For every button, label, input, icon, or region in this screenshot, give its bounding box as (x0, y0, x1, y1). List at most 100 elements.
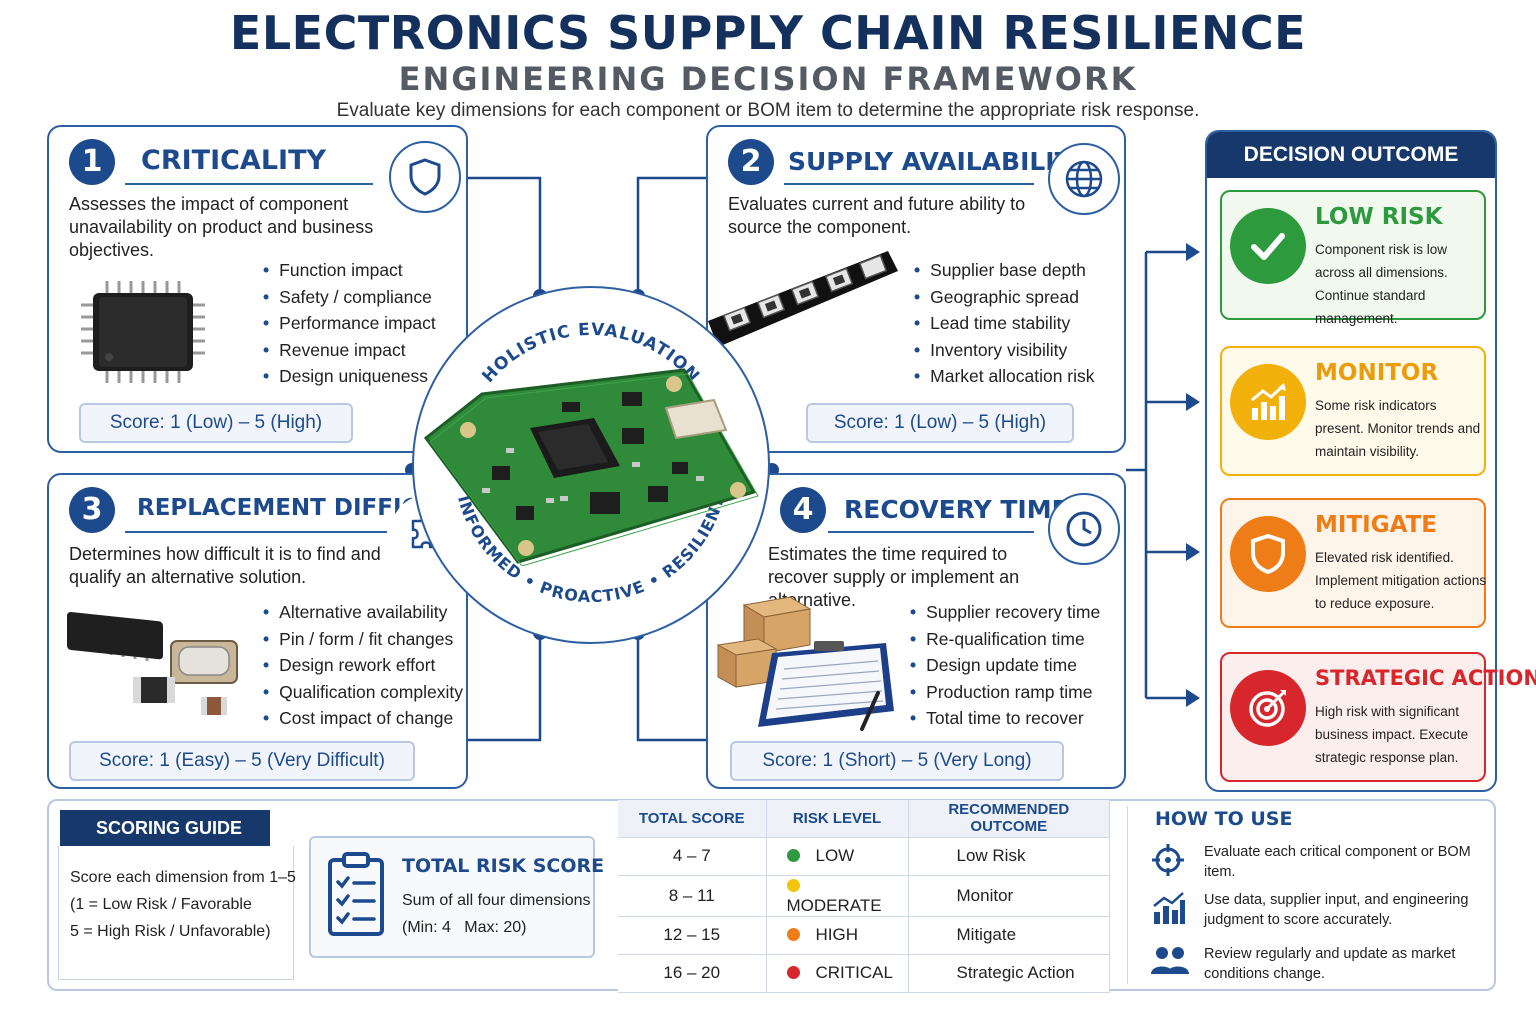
section-divider (1127, 806, 1128, 984)
score-badge: Score: 1 (Low) – 5 (High) (806, 403, 1074, 443)
page-intro: Evaluate key dimensions for each compone… (336, 100, 1200, 121)
table-row: 16 – 20 CRITICAL Strategic Action (618, 954, 1110, 993)
outcome-title: MITIGATE (1315, 512, 1437, 538)
table-cell-outcome: Strategic Action (908, 954, 1110, 993)
list-item: Supplier base depth (914, 257, 1095, 284)
panel-number: 3 (69, 487, 115, 533)
panel-description: Assesses the impact of component unavail… (69, 194, 374, 260)
list-item: Qualification complexity (263, 679, 463, 706)
risk-level-label: CRITICAL (815, 963, 893, 982)
outcome-text: High risk with significant business impa… (1315, 704, 1469, 765)
outcome-mitigate-card: MITIGATE Elevated risk identified. Imple… (1220, 498, 1486, 628)
replacement-difficulty-panel: 3 REPLACEMENT DIFFICULTY Determines how … (47, 473, 480, 789)
decision-outcome-panel: DECISION OUTCOME LOW RISK Component risk… (1205, 130, 1536, 792)
supply-bullets: Supplier base depth Geographic spread Le… (914, 257, 1095, 390)
scoring-guide-text: Score each dimension from 1–5 (1 = Low R… (70, 864, 296, 945)
clipboard-checklist-icon (328, 852, 384, 936)
total-risk-score-title: TOTAL RISK SCORE (402, 855, 605, 877)
list-item: Design rework effort (263, 652, 463, 679)
shield-icon (1230, 516, 1306, 592)
holistic-evaluation-hub: HOLISTIC EVALUATION INFORMED • PROACTIVE… (412, 286, 770, 644)
table-row: 8 – 11 MODERATE Monitor (618, 875, 1110, 917)
recovery-bullets: Supplier recovery time Re-qualification … (910, 599, 1100, 732)
list-item: Alternative availability (263, 599, 463, 626)
outcome-strategic-action-card: STRATEGIC ACTION High risk with signific… (1220, 652, 1536, 782)
list-item: Supplier recovery time (910, 599, 1100, 626)
list-item: Cost impact of change (263, 705, 463, 732)
title-underline (125, 183, 373, 185)
status-dot (786, 928, 800, 941)
table-cell-score: 8 – 11 (618, 875, 767, 917)
scoring-guide-box (58, 846, 294, 980)
replacement-bullets: Alternative availability Pin / form / fi… (263, 599, 463, 732)
page-subtitle: ENGINEERING DECISION FRAMEWORK (398, 60, 1138, 98)
outcome-monitor-card: MONITOR Some risk indicators present. Mo… (1220, 346, 1486, 476)
panel-title: CRITICALITY (141, 145, 327, 176)
list-item: Design uniqueness (263, 363, 436, 390)
status-dot (786, 849, 800, 862)
list-item: Design update time (910, 652, 1100, 679)
table-cell-score: 4 – 7 (618, 837, 767, 876)
list-item: Safety / compliance (263, 284, 436, 311)
table-row: 12 – 15 HIGH Mitigate (618, 916, 1110, 955)
outcome-text: Elevated risk identified. Implement miti… (1315, 550, 1487, 611)
list-item: Function impact (263, 257, 436, 284)
list-item: Lead time stability (914, 310, 1095, 337)
boxes-clipboard-image (716, 596, 894, 731)
outcome-text: Some risk indicators present. Monitor tr… (1315, 398, 1481, 459)
table-cell-outcome: Mitigate (908, 916, 1110, 955)
table-header: RISK LEVEL (766, 800, 909, 838)
scoring-guide-heading: SCORING GUIDE (60, 810, 270, 846)
outcome-title: LOW RISK (1315, 204, 1443, 230)
criticality-panel: 1 CRITICALITY Assesses the impact of com… (47, 125, 468, 453)
scoring-guide-line: (1 = Low Risk / Favorable (70, 896, 252, 913)
page-title: ELECTRONICS SUPPLY CHAIN RESILIENCE (229, 6, 1307, 60)
risk-score-table: TOTAL SCORE RISK LEVEL RECOMMENDED OUTCO… (618, 800, 1110, 993)
outcome-low-risk-card: LOW RISK Component risk is low across al… (1220, 190, 1486, 326)
how-to-use-text: Review regularly and update as market co… (1204, 946, 1456, 982)
components-image (67, 612, 238, 715)
table-header: RECOMMENDED OUTCOME (908, 800, 1110, 838)
table-cell-outcome: Low Risk (908, 837, 1110, 876)
list-item: Market allocation risk (914, 363, 1094, 390)
criticality-bullets: Function impact Safety / compliance Perf… (263, 257, 436, 390)
bar-chart-icon (1153, 892, 1185, 924)
decision-outcome-heading: DECISION OUTCOME (1207, 132, 1495, 178)
panel-title: SUPPLY AVAILABILITY (788, 147, 1090, 176)
risk-level-label: LOW (815, 846, 855, 865)
list-item: Total time to recover (910, 705, 1100, 732)
panel-description: Determines how difficult it is to find a… (69, 544, 381, 587)
status-dot (786, 966, 800, 979)
team-icon (1151, 947, 1189, 974)
shield-icon (389, 141, 461, 213)
total-risk-score-text: Sum of all four dimensions (Min: 4 Max: … (402, 887, 591, 941)
list-item: Pin / form / fit changes (263, 626, 463, 653)
component-tape-image (708, 251, 898, 347)
pcb-board-image (423, 368, 759, 566)
globe-icon (1048, 143, 1120, 215)
status-dot (786, 878, 800, 892)
list-item: Inventory visibility (914, 337, 1095, 364)
score-badge: Score: 1 (Short) – 5 (Very Long) (730, 741, 1064, 781)
outcome-title: STRATEGIC ACTION (1315, 666, 1536, 690)
title-underline (828, 531, 1034, 533)
list-item: Re-qualification time (910, 626, 1100, 653)
panel-title: RECOVERY TIME (844, 495, 1069, 524)
score-badge: Score: 1 (Low) – 5 (High) (79, 403, 353, 443)
table-header: TOTAL SCORE (618, 800, 767, 838)
table-cell-outcome: Monitor (908, 875, 1110, 917)
title-underline (784, 183, 1034, 185)
panel-number: 2 (728, 139, 774, 185)
how-to-use-text: Use data, supplier input, and engineerin… (1204, 892, 1469, 928)
title-underline (125, 531, 387, 533)
table-cell-level: MODERATE (766, 875, 909, 917)
outcome-text: Component risk is low across all dimensi… (1315, 242, 1448, 326)
risk-level-label: HIGH (815, 925, 859, 944)
risk-level-label: MODERATE (786, 895, 882, 915)
how-to-use-title: HOW TO USE (1155, 808, 1293, 830)
total-risk-line: Sum of all four dimensions (402, 892, 591, 909)
crosshair-icon (1152, 844, 1184, 876)
chip-image (81, 281, 205, 383)
table-cell-score: 16 – 20 (618, 954, 767, 993)
score-badge: Score: 1 (Easy) – 5 (Very Difficult) (69, 741, 415, 781)
